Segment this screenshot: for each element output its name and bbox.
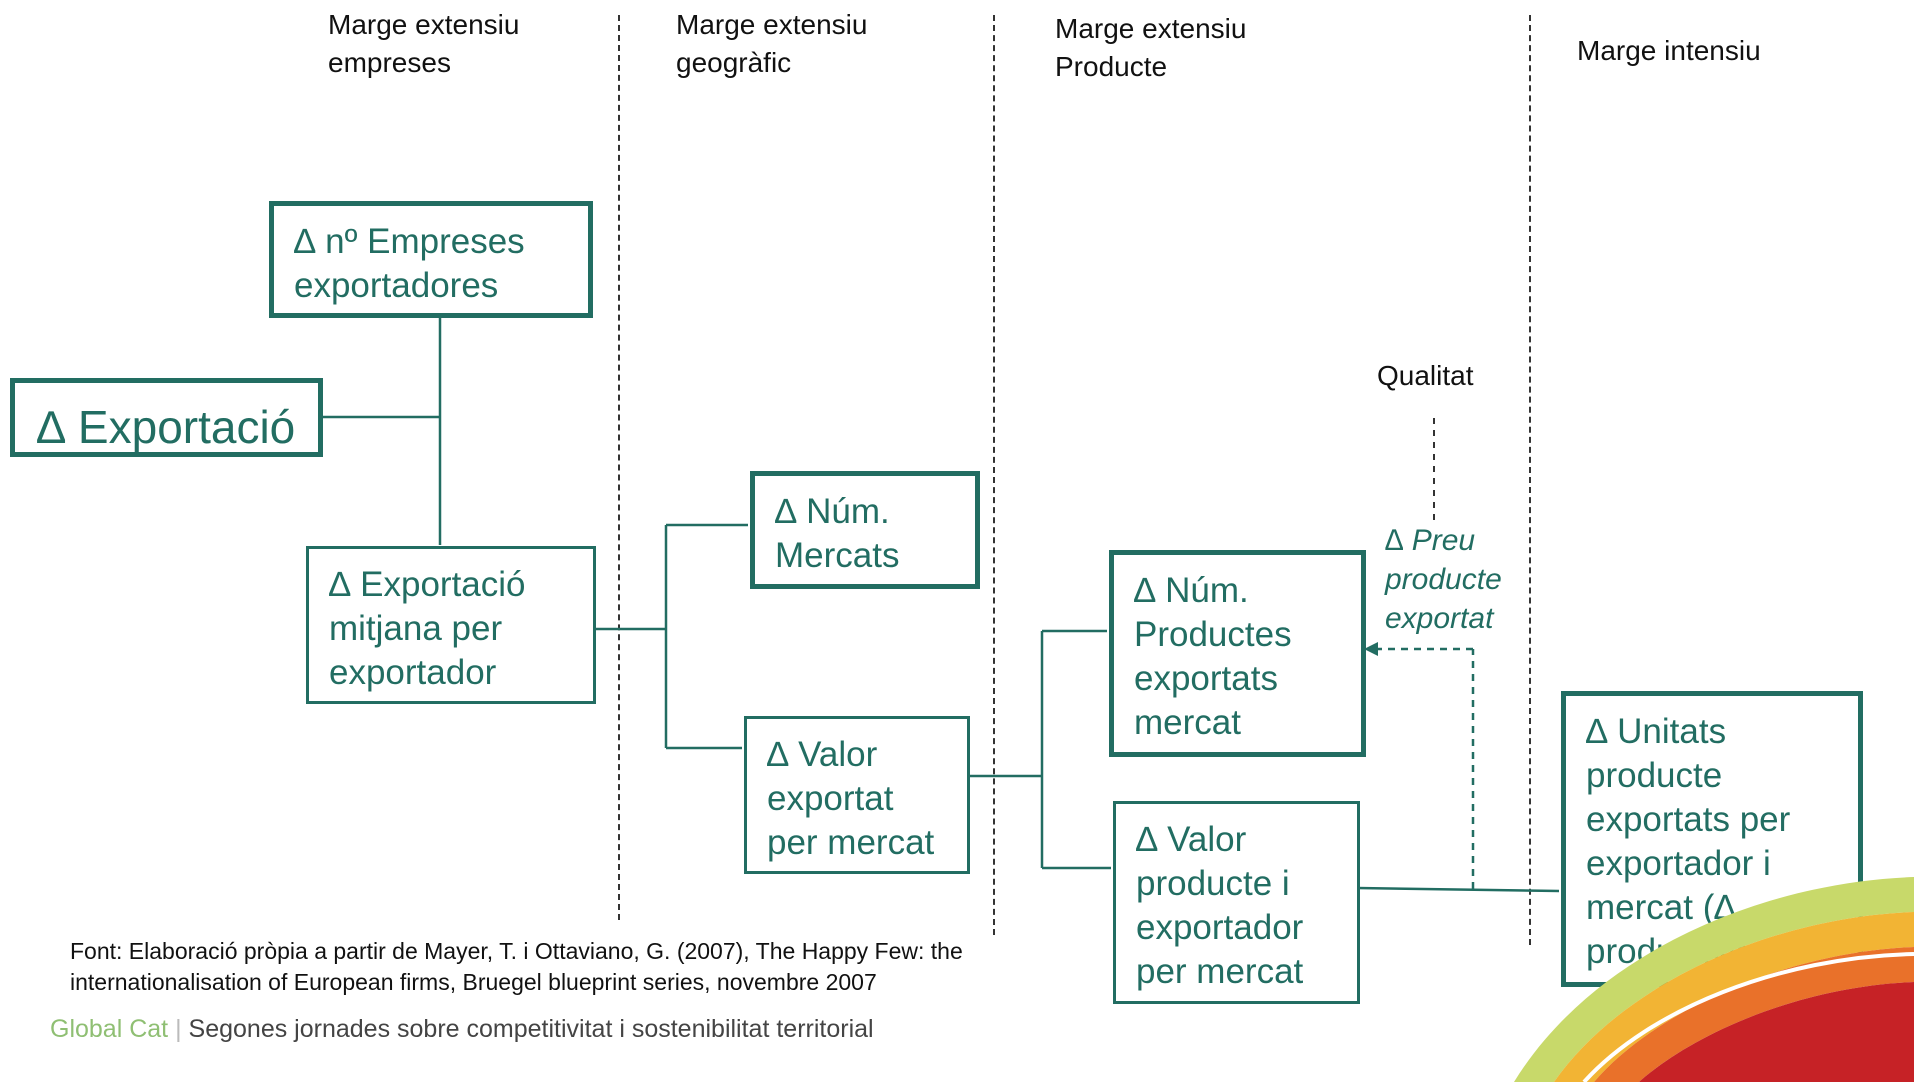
column-divider-2 xyxy=(993,15,995,935)
header-marge-producte: Marge extensiu Producte xyxy=(1055,13,1247,82)
rainbow-swoosh-logo xyxy=(1514,877,1914,1082)
footer: Global Cat | Segones jornades sobre comp… xyxy=(50,1015,874,1044)
header-marge-intensiu: Marge intensiu xyxy=(1577,35,1761,66)
footer-brand: Global Cat xyxy=(50,1015,169,1043)
footer-separator: | xyxy=(175,1015,182,1043)
box-exportacio-mitjana: ∆ Exportació mitjana per exportador xyxy=(306,546,596,704)
footer-text: Segones jornades sobre competitivitat i … xyxy=(188,1015,874,1043)
header-marge-geografic: Marge extensiu geogràfic xyxy=(676,9,868,78)
column-divider-3 xyxy=(1529,15,1531,945)
header-marge-empreses: Marge extensiu empreses xyxy=(328,9,520,78)
column-divider-1 xyxy=(618,15,620,920)
box-valor-exportat-mercat: ∆ Valor exportat per mercat xyxy=(744,716,970,874)
box-nombre-empreses: ∆ nº Empreses exportadores xyxy=(269,201,593,318)
preu-producte-label: ∆ Preu producte exportat xyxy=(1385,524,1502,635)
box-valor-producte: ∆ Valor producte i exportador per mercat xyxy=(1113,801,1360,1004)
box-exportacio: ∆ Exportació xyxy=(10,378,323,457)
source-note: Font: Elaboració pròpia a partir de Maye… xyxy=(70,938,963,995)
qualitat-label: Qualitat xyxy=(1377,360,1474,391)
box-num-mercats: ∆ Núm. Mercats xyxy=(750,471,980,589)
box-num-productes: ∆ Núm. Productes exportats mercat xyxy=(1109,550,1366,757)
